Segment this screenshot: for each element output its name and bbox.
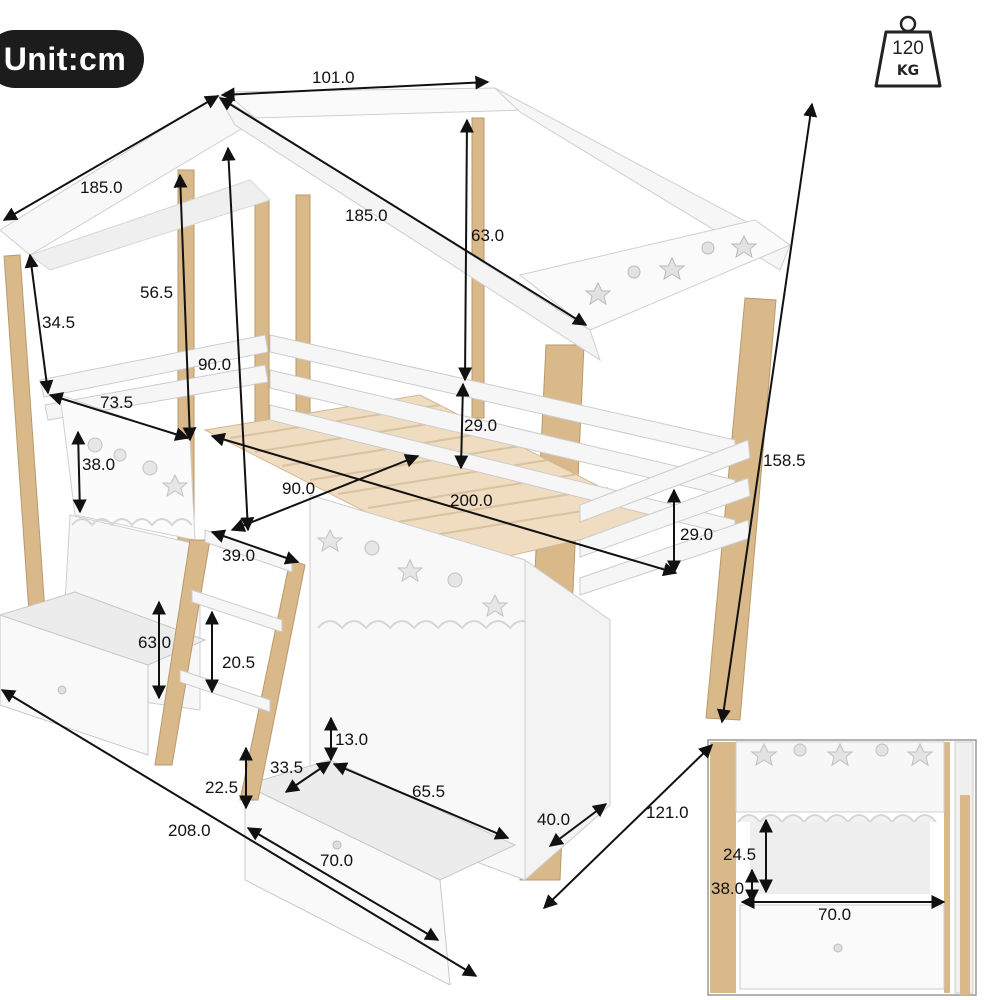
weight-capacity-badge: 120 KG	[872, 14, 944, 92]
dim-cabinet-width: 70.0	[320, 851, 353, 870]
weight-unit: KG	[896, 63, 920, 79]
dim-ladder-width: 39.0	[222, 546, 255, 565]
dim-end-width: 73.5	[100, 393, 133, 412]
dim-drawer-height: 13.0	[335, 730, 368, 749]
dim-drawer-depth: 33.5	[270, 758, 303, 777]
dim-end-panel-height: 38.0	[82, 455, 115, 474]
cabinet-inset-view	[707, 739, 977, 996]
dim-guard-height-right: 29.0	[464, 416, 497, 435]
dim-mattress-length: 200.0	[450, 491, 493, 510]
unit-badge: Unit:cm	[0, 30, 144, 88]
bed-frame	[0, 87, 792, 986]
dim-drawer-side-depth: 63.0	[138, 633, 171, 652]
dim-inset-shelf-height: 24.5	[723, 845, 756, 864]
dim-ladder-step: 20.5	[222, 653, 255, 672]
weight-icon	[874, 15, 942, 88]
dim-side-rail-height: 29.0	[680, 525, 713, 544]
dim-total-height: 158.5	[763, 451, 806, 470]
dim-roof-height-left: 56.5	[140, 283, 173, 302]
dim-cabinet-depth: 40.0	[537, 810, 570, 829]
dim-roof-width: 101.0	[312, 68, 355, 87]
dim-total-length: 208.0	[168, 821, 211, 840]
dim-inner-height: 90.0	[198, 355, 231, 374]
dim-roof-ridge: 185.0	[345, 206, 388, 225]
dim-slat-width: 90.0	[282, 479, 315, 498]
dim-inset-width: 70.0	[818, 905, 851, 924]
weight-value: 120	[892, 38, 924, 59]
dim-inset-depth: 38.0	[711, 879, 744, 898]
dim-drawer-width: 65.5	[412, 782, 445, 801]
dim-roof-left-slope: 185.0	[80, 178, 123, 197]
dim-roof-eave-left: 34.5	[42, 313, 75, 332]
dim-total-depth: 121.0	[646, 803, 689, 822]
dim-roof-height-right: 63.0	[471, 226, 504, 245]
dim-floor-clearance: 22.5	[205, 778, 238, 797]
